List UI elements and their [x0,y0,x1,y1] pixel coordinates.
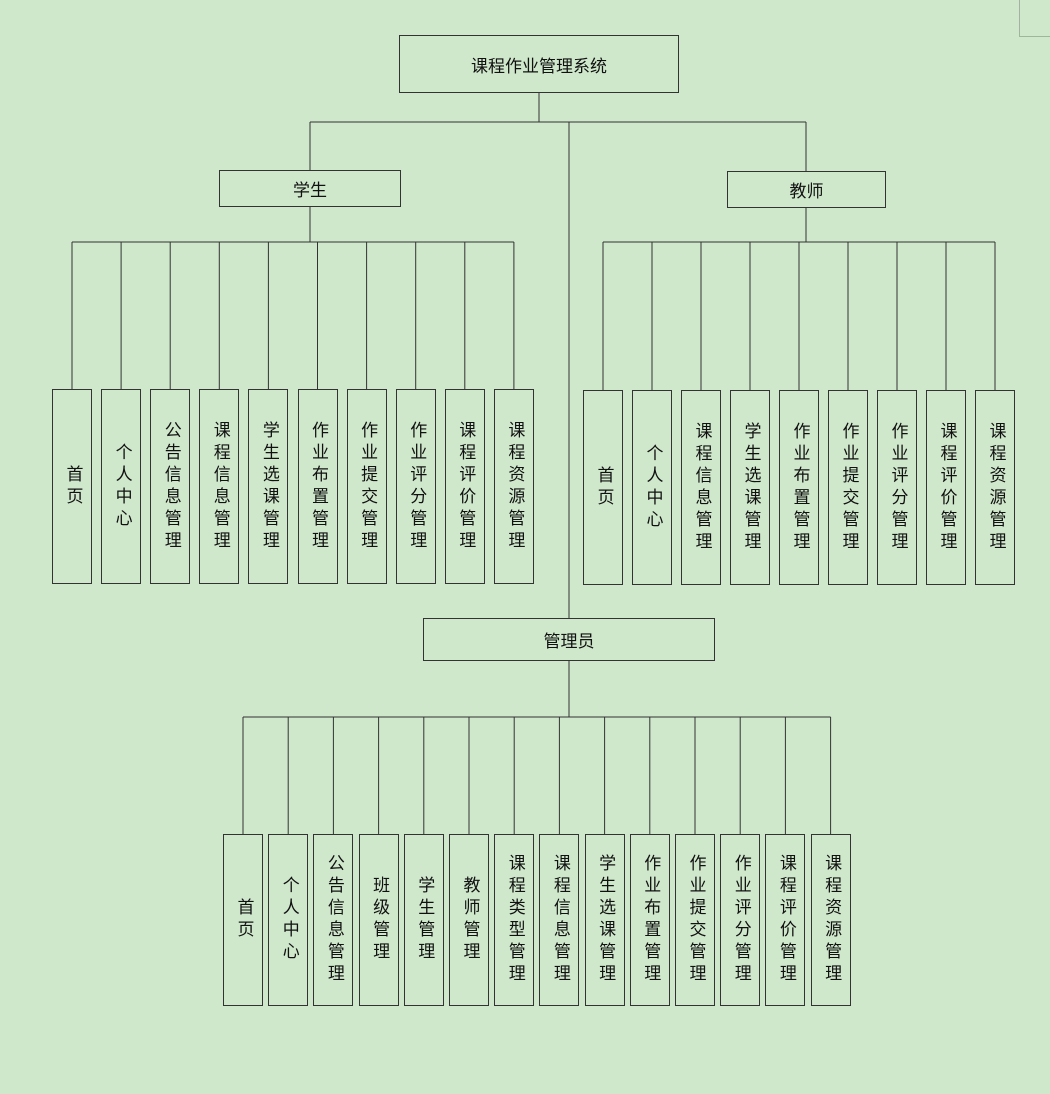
leaf-node-label: 作业提交管理 [357,420,378,553]
leaf-node-label: 课程信息管理 [209,420,230,553]
leaf-node-label: 课程信息管理 [691,421,712,554]
admin-leaf-node: 作业评分管理 [720,834,761,1006]
leaf-node-label: 作业布置管理 [640,854,661,986]
leaf-node-label: 学生管理 [414,876,435,964]
leaf-node-label: 课程评价管理 [775,854,796,986]
leaf-node-label: 作业提交管理 [838,421,859,554]
student-leaf-node: 公告信息管理 [150,389,191,584]
group-node-student: 学生 [219,170,401,207]
group-node-label: 学生 [293,181,327,201]
admin-leaf-node: 课程评价管理 [765,834,806,1006]
group-node-teacher: 教师 [727,171,886,208]
leaf-node-label: 学生选课管理 [740,421,761,554]
leaf-node-label: 作业评分管理 [730,854,751,986]
group-node-label: 管理员 [543,632,595,652]
leaf-node-label: 教师管理 [459,876,480,964]
teacher-leaf-node: 个人中心 [632,390,672,585]
group-node-admin: 管理员 [423,618,715,661]
student-leaf-node: 课程资源管理 [493,389,534,584]
leaf-node-label: 课程评价管理 [455,420,476,553]
leaf-node-label: 学生选课管理 [595,854,616,986]
leaf-node-label: 作业评分管理 [406,420,427,553]
admin-leaf-node: 学生管理 [403,834,444,1006]
student-leaf-node: 作业评分管理 [395,389,436,584]
student-leaf-node: 课程评价管理 [444,389,485,584]
admin-leaf-node: 公告信息管理 [313,834,354,1006]
student-leaf-node: 作业布置管理 [297,389,338,584]
leaf-node-label: 个人中心 [278,876,299,964]
teacher-leaf-node: 作业提交管理 [828,390,868,585]
teacher-leaf-node: 作业评分管理 [877,390,917,585]
page-corner-mark [1019,0,1050,37]
admin-leaf-node: 作业提交管理 [675,834,715,1006]
leaf-node-label: 公告信息管理 [323,854,344,986]
leaf-node-label: 课程资源管理 [985,421,1006,554]
leaf-node-label: 作业布置管理 [308,420,328,553]
admin-leaf-node: 个人中心 [268,834,309,1006]
leaf-node-label: 首页 [233,898,254,942]
admin-leaf-node: 学生选课管理 [584,834,625,1006]
leaf-node-label: 班级管理 [369,876,390,964]
teacher-leaf-node: 学生选课管理 [730,390,770,585]
leaf-node-label: 首页 [593,465,614,510]
teacher-leaf-node: 作业布置管理 [779,390,819,585]
leaf-node-label: 个人中心 [642,443,663,532]
leaf-node-label: 公告信息管理 [160,420,181,553]
teacher-leaf-node: 课程资源管理 [975,390,1015,585]
leaf-node-label: 课程评价管理 [936,421,957,554]
leaf-node-label: 课程信息管理 [549,854,570,986]
leaf-node-label: 个人中心 [111,442,132,531]
leaf-node-label: 学生选课管理 [258,420,279,553]
leaf-node-label: 作业提交管理 [685,854,706,986]
group-node-label: 教师 [789,182,824,202]
leaf-node-label: 首页 [62,464,83,509]
admin-leaf-node: 首页 [223,834,263,1006]
admin-leaf-node: 课程资源管理 [810,834,851,1006]
admin-leaf-node: 课程类型管理 [494,834,535,1006]
student-leaf-node: 个人中心 [101,389,142,584]
admin-leaf-node: 教师管理 [449,834,489,1006]
admin-leaf-node: 作业布置管理 [629,834,670,1006]
student-leaf-node: 首页 [52,389,92,584]
root-node: 课程作业管理系统 [399,35,679,93]
leaf-node-label: 作业评分管理 [887,421,908,554]
root-node-label: 课程作业管理系统 [471,56,607,77]
leaf-node-label: 作业布置管理 [789,421,810,554]
teacher-leaf-node: 课程评价管理 [926,390,966,585]
student-leaf-node: 学生选课管理 [248,389,289,584]
teacher-leaf-node: 首页 [583,390,623,585]
student-leaf-node: 作业提交管理 [346,389,387,584]
leaf-node-label: 课程类型管理 [504,854,525,986]
teacher-leaf-node: 课程信息管理 [681,390,721,585]
student-leaf-node: 课程信息管理 [199,389,240,584]
leaf-node-label: 课程资源管理 [504,420,525,553]
admin-leaf-node: 课程信息管理 [539,834,580,1006]
admin-leaf-node: 班级管理 [358,834,399,1006]
leaf-node-label: 课程资源管理 [821,854,842,986]
